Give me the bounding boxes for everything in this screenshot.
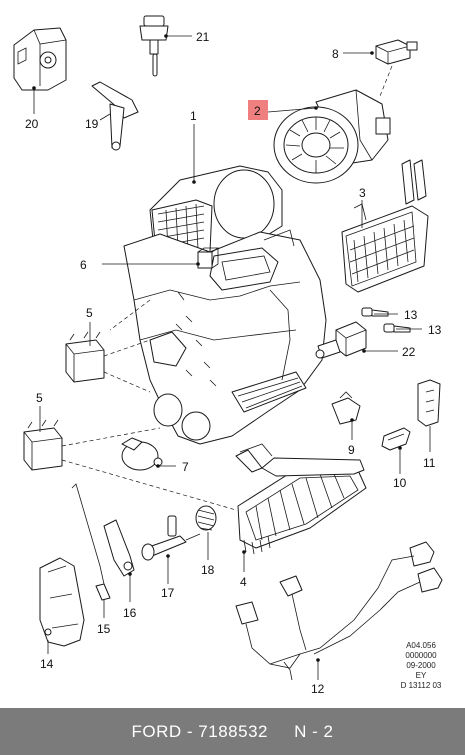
callout-16: 16 [123,606,137,620]
callout-4: 4 [240,575,247,589]
part-18-spring [195,505,217,531]
callout-6: 6 [80,258,87,272]
part-21-valve [139,15,169,77]
part-9-clip [331,391,361,425]
callout-13-lower: 13 [428,323,442,337]
callout-9: 9 [348,443,355,457]
exploded-parts-diagram: 1 2 3 4 5 5 6 7 8 9 10 11 12 13 13 14 15… [13,15,443,696]
drawing-reference-block: A04.056 0000000 09-2000 EY D 13112 03 [386,641,456,691]
part-12-harness [235,541,443,681]
callout-5-upper: 5 [86,306,93,320]
callout-2: 2 [254,104,261,118]
part-4-evaporator [235,443,367,555]
part-16-lever [103,519,135,577]
part-8-sensor [375,39,418,65]
ref-variant: EY [415,671,427,680]
callout-13-upper: 13 [404,308,418,322]
callout-8: 8 [332,47,339,61]
callout-1: 1 [190,109,197,123]
footer-position: N - 2 [294,721,334,741]
part-20-actuator [13,27,67,91]
ref-drawing-id: D 13112 03 [400,681,442,690]
callout-12: 12 [311,682,325,696]
callout-11: 11 [423,456,436,470]
callout-10: 10 [393,476,407,490]
part-1-heater-housing [123,165,327,445]
part-10-bracket [381,427,411,451]
callout-20: 20 [25,117,39,131]
callout-7: 7 [182,460,189,474]
callout-18: 18 [201,563,215,577]
part-2-blower-motor [273,89,391,184]
part-22-resistor [315,321,367,359]
part-11-bracket [417,379,441,427]
callout-19: 19 [85,117,99,131]
callout-21: 21 [196,30,210,44]
part-5-connector-lower [23,419,63,471]
callout-22: 22 [402,345,416,359]
callout-14: 14 [40,657,54,671]
ref-number: 0000000 [405,651,437,660]
footer-spacer [268,722,294,742]
callout-17: 17 [161,586,175,600]
callout-15: 15 [97,622,111,636]
part-7-cap [121,437,163,471]
callout-2-highlight [248,100,268,120]
part-13-screw-upper [361,307,389,317]
part-6-sensor [197,247,220,269]
footer-brand-part: FORD - 7188532 [131,721,268,741]
part-17-shaft [141,515,201,561]
callout-5-lower: 5 [36,391,43,405]
part-3-heater-core [341,159,429,293]
part-13-screw-lower [383,323,411,333]
part-14-cover [39,557,85,647]
callout-3: 3 [359,186,366,200]
part-5-connector-upper [65,331,105,383]
ref-code: A04.056 [406,641,436,650]
part-19-lever [91,81,139,151]
footer-bar: FORD - 7188532 N - 2 [0,708,465,755]
part-15-cable [71,483,111,601]
ref-date: 09-2000 [406,661,436,670]
